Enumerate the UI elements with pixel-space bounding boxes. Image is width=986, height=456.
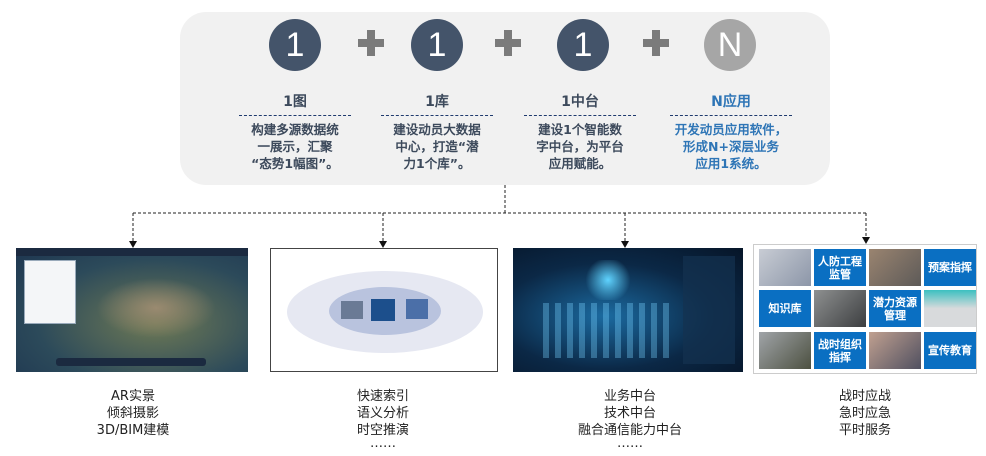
- photo: [759, 332, 811, 369]
- circle-1-map: 1: [269, 19, 321, 71]
- desc-line: 字中台，为平台: [536, 139, 624, 154]
- desc-line: 形成N+深层业务: [683, 139, 779, 154]
- desc-line: 建设1个智能数: [538, 122, 622, 137]
- caption-line: 时空推演: [356, 423, 409, 438]
- caption-line: ……: [370, 436, 396, 451]
- column-1-map: 1图 构建多源数据统一展示，汇聚 “态势1幅图”。: [225, 91, 365, 172]
- photo: [814, 290, 866, 327]
- photo: [759, 249, 811, 286]
- caption-line: 急时应急: [838, 406, 891, 421]
- circle-n-apps: N: [704, 19, 756, 71]
- desc-line: 一展示，汇聚: [257, 139, 333, 154]
- column-title: 1中台: [561, 94, 599, 110]
- column-title: N应用: [711, 94, 751, 110]
- tile-wartime-command[interactable]: 战时组织指挥: [814, 332, 866, 369]
- desc-line: 力1个库”。: [403, 156, 471, 171]
- applications-grid: 人防工程监管 预案指挥 知识库 潜力资源管理 战时组织指挥 宣传教育: [753, 244, 977, 374]
- desc-line: 建设动员大数据: [393, 122, 481, 137]
- caption-line: ……: [617, 436, 643, 451]
- desc-line: 构建多源数据统: [251, 122, 339, 137]
- column-title: 1库: [425, 94, 449, 110]
- plus-icon: [643, 30, 669, 56]
- photo: [869, 332, 921, 369]
- desc-line: 应用1系统。: [695, 156, 767, 171]
- caption-line: 倾斜摄影: [106, 406, 159, 421]
- caption-line: 技术中台: [603, 406, 656, 421]
- column-1-platform: 1中台 建设1个智能数字中台，为平台应用赋能。: [510, 91, 650, 172]
- tile-resource-management[interactable]: 潜力资源管理: [869, 290, 921, 327]
- circle-1-library: 1: [411, 19, 463, 71]
- column-title: 1图: [283, 94, 307, 110]
- caption-line: 战时应战: [838, 389, 891, 404]
- tile-plan-command[interactable]: 预案指挥: [924, 249, 976, 286]
- caption-ar: AR实景倾斜摄影 3D/BIM建模: [33, 388, 233, 439]
- ar-map-screenshot: [16, 248, 248, 372]
- desc-line: 应用赋能。: [548, 156, 612, 171]
- caption-line: 3D/BIM建模: [96, 423, 170, 438]
- big-data-center-diagram: [270, 248, 498, 372]
- tile-civil-defense[interactable]: 人防工程监管: [814, 249, 866, 286]
- column-1-library: 1库 建设动员大数据中心，打造“潜力1个库”。: [367, 91, 507, 172]
- caption-data-center: 快速索引语义分析时空推演……: [283, 388, 483, 451]
- desc-line: 中心，打造“潜: [395, 139, 479, 154]
- desc-line: 开发动员应用软件，: [674, 122, 788, 137]
- middle-platform-screenshot: [513, 248, 743, 372]
- column-n-apps: N应用 开发动员应用软件， 形成N+深层业务应用1系统。: [656, 91, 806, 172]
- plus-icon: [495, 30, 521, 56]
- caption-line: 语义分析: [356, 406, 409, 421]
- caption-platform: 业务中台技术中台融合通信能力中台……: [530, 388, 730, 451]
- photo: [869, 249, 921, 286]
- caption-line: 融合通信能力中台: [577, 423, 682, 438]
- desc-line: “态势1幅图”。: [251, 156, 339, 171]
- caption-line: 业务中台: [603, 389, 656, 404]
- caption-line: 平时服务: [838, 423, 891, 438]
- caption-line: 快速索引: [356, 389, 409, 404]
- plus-icon: [358, 30, 384, 56]
- photo: [924, 290, 976, 327]
- caption-line: AR实景: [111, 389, 155, 404]
- tile-knowledge-base[interactable]: 知识库: [759, 290, 811, 327]
- circle-1-platform: 1: [557, 19, 609, 71]
- caption-applications: 战时应战急时应急平时服务: [765, 388, 965, 439]
- tile-publicity-education[interactable]: 宣传教育: [924, 332, 976, 369]
